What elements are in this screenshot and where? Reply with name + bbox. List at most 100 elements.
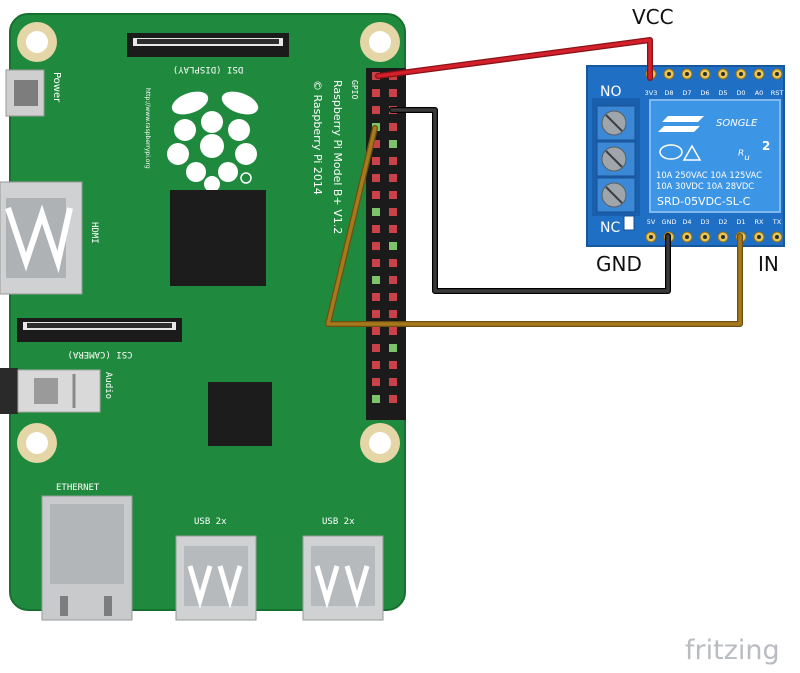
relay-pin-label: D0 [736,89,745,97]
relay-pin-hole [775,235,779,239]
hdmi-connector [0,181,83,295]
relay-pin-hole [703,235,707,239]
songle-logo-icon [662,116,704,122]
relay-pin-hole [757,72,761,76]
gpio-pin [389,157,397,165]
power-connector [5,69,45,117]
gpio-pin [389,310,397,318]
relay-pin-hole [739,72,743,76]
no-label: NO [600,84,622,100]
relay-pin-hole [685,72,689,76]
gpio-pin [389,327,397,335]
gpio-pin [389,225,397,233]
relay-pin-label: D1 [736,218,745,226]
relay-pin-label: D7 [682,89,691,97]
raspberry-pi-board: Power DSI (DISPLAY) http://www.raspberry… [0,13,406,621]
usb-lan-chip [208,382,272,446]
tuv-cert-icon [682,144,702,161]
copyright-label: © Raspberry Pi 2014 [311,80,324,195]
gpio-pin [372,208,380,216]
gpio-pin [389,174,397,182]
power-label: Power [51,72,62,103]
gpio-pin [372,327,380,335]
gpio-pin [389,361,397,369]
gpio-pin [372,157,380,165]
relay-pin-label: D5 [718,89,727,97]
relay-pin-label: D2 [718,218,727,226]
mounting-hole [360,22,400,62]
gpio-pin [389,378,397,386]
gpio-pin [372,242,380,250]
gpio-pin [389,140,397,148]
gpio-pin [389,293,397,301]
gpio-pin [372,89,380,97]
wires [325,37,743,327]
url-label: http://www.raspberrypi.org [144,88,151,169]
relay-pin-hole [757,235,761,239]
gpio-label: GPIO [350,80,359,99]
relay-pin-label: RST [771,89,784,97]
relay-pin-label: D4 [682,218,691,226]
vcc-label: VCC [632,5,674,29]
gpio-pin [372,259,380,267]
relay-pin-label: 3V3 [645,89,658,97]
gpio-pin [389,123,397,131]
ethernet-label: ETHERNET [56,483,100,493]
gpio-pin [372,293,380,301]
gpio-pin [372,395,380,403]
vcc-wire [376,38,652,80]
gpio-pin [372,140,380,148]
ul-cert-icon: ᴿᵤ [738,148,750,164]
gnd-wire [390,108,670,293]
gpio-pin [372,174,380,182]
in-wire [326,126,742,326]
usb-port [302,535,384,621]
gpio-pin [372,191,380,199]
songle-logo-icon [658,126,700,132]
gpio-pin [389,191,397,199]
csi-label: CSI (CAMERA) [67,349,132,359]
relay-module: NO NC SONGLE ᴿᵤ 2 10A 250VAC 10A 125VAC … [586,65,785,247]
raspberry-logo-icon [167,91,259,192]
usb-port [175,535,257,621]
relay-brand-label: SONGLE [716,118,758,129]
ethernet-port [41,495,133,621]
gpio-pin [389,276,397,284]
gpio-pin [389,89,397,97]
gpio-header [366,68,406,420]
relay-pin-hole [649,235,653,239]
relay-pin-label: D6 [700,89,709,97]
nc-label: NC [600,220,620,236]
relay-pin-label: TX [772,218,782,226]
hdmi-label: HDMI [89,222,99,244]
gpio-pin [372,361,380,369]
relay-pin-hole [775,72,779,76]
dsi-connector [127,33,289,57]
gpio-pin [372,310,380,318]
relay-pin-label: 5V [647,218,656,226]
mounting-hole [17,22,57,62]
csi-connector [17,318,182,342]
soc-chip [170,190,266,286]
fritzing-brand-label: fritzing [685,635,780,666]
gpio-pin [372,106,380,114]
relay-num-label: 2 [762,139,770,153]
gpio-pin [389,208,397,216]
gpio-pin [372,276,380,284]
gpio-pin [389,242,397,250]
dsi-label: DSI (DISPLAY) [173,64,243,74]
gpio-pin [389,395,397,403]
cqc-cert-icon [659,144,683,160]
relay-pin-hole [685,235,689,239]
usb1-label: USB 2x [194,517,227,527]
relay-spec-line2: 10A 30VDC 10A 28VDC [656,181,754,191]
gpio-pin [372,344,380,352]
screw-terminal [596,141,636,177]
screw-terminal [596,177,636,213]
usb2-label: USB 2x [322,517,355,527]
relay-pin-hole [703,72,707,76]
screw-terminal [596,105,636,141]
relay-pin-label: D3 [700,218,709,226]
